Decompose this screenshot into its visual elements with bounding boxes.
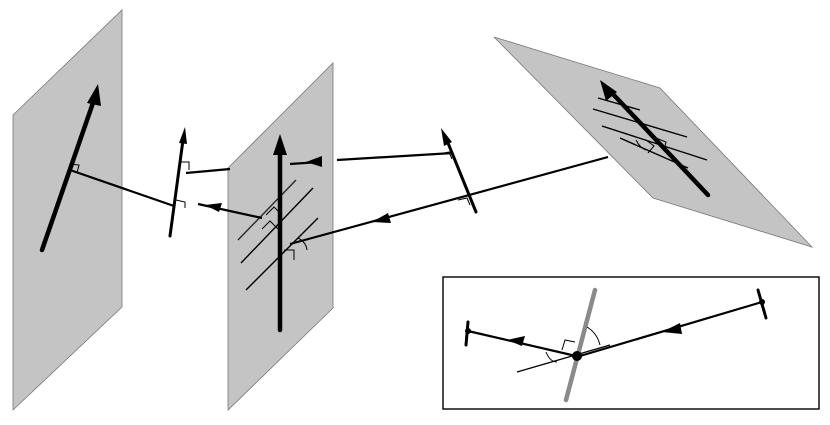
right-angle-marker-icon: [561, 339, 576, 351]
right-angle-marker-icon: [175, 199, 186, 208]
right-angle-marker-icon: [180, 161, 190, 170]
inset-panel: [442, 276, 820, 410]
inset-reflection-point: [572, 351, 582, 361]
right-angle-marker-icon: [457, 197, 471, 206]
inset-tangent-line: [516, 344, 611, 373]
angle-arc-icon: [545, 351, 558, 363]
right-angle-marker-icon: [265, 206, 283, 216]
center-plane: [227, 62, 334, 411]
rays: [69, 151, 609, 246]
arrow-head-icon: [273, 134, 287, 155]
angle-arc-icon: [297, 237, 308, 251]
arrow-head-icon: [507, 336, 525, 346]
inset-border: [442, 276, 820, 410]
right-angle-marker-icon: [655, 137, 667, 152]
angle-arc-icon: [586, 326, 601, 346]
angle-arc-icon: [635, 139, 647, 151]
right-plane-vector: [609, 90, 711, 198]
right-plane: [493, 36, 814, 248]
arrow-head-icon: [662, 323, 682, 334]
right-angle-marker-icon: [284, 249, 295, 260]
arrow-head-icon: [372, 213, 391, 223]
right-angle-marker-icon: [69, 163, 80, 174]
arrow-head-icon: [87, 84, 101, 106]
left-plane: [12, 9, 123, 411]
left-plane-vector: [39, 97, 97, 253]
right-angle-marker-icon: [261, 220, 279, 230]
arrow-head-icon: [205, 203, 222, 212]
inset-normal-line: [563, 287, 598, 403]
arrow-head-icon: [441, 128, 452, 146]
right-angle-marker-icon: [645, 139, 655, 154]
small-vector-left: [168, 127, 190, 238]
small-vector-right: [439, 128, 478, 214]
arrow-head-icon: [600, 80, 617, 101]
arrow-head-icon: [179, 127, 187, 144]
